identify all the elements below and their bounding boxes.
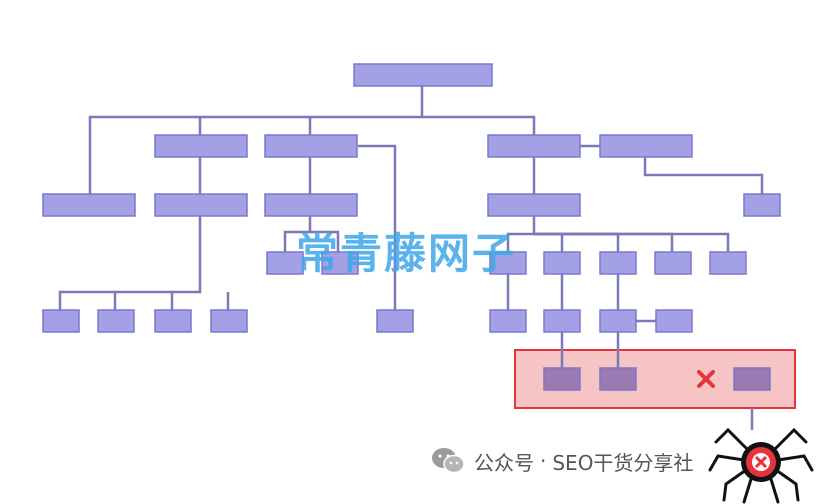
tree-node-U (376, 309, 414, 333)
edge-13 (358, 144, 397, 310)
tree-node-H (487, 193, 581, 217)
edge-20 (534, 232, 730, 252)
spider-icon (708, 427, 814, 504)
tree-node-F (154, 193, 248, 217)
edge-0 (88, 86, 424, 194)
tree-node-I (743, 193, 781, 217)
edge-19 (534, 232, 674, 252)
tree-node-L (489, 251, 527, 275)
tree-node-Z (543, 367, 581, 391)
footer-account: SEO干货分享社 (552, 450, 694, 475)
tree-node-B (264, 134, 358, 158)
edge-12 (310, 230, 340, 252)
edge-18 (534, 232, 620, 252)
tree-node-Z2 (599, 367, 637, 391)
tree-node-V (489, 309, 527, 333)
edge-3 (422, 115, 536, 135)
tree-node-M (543, 251, 581, 275)
edge-17 (534, 232, 564, 252)
footer-prefix: 公众号 (474, 450, 534, 475)
tree-node-D (599, 134, 693, 158)
edge-14 (643, 157, 764, 194)
tree-node-W (543, 309, 581, 333)
tree-node-Z3 (733, 367, 771, 391)
tree-node-P (709, 251, 747, 275)
tree-node-S (154, 309, 192, 333)
wechat-icon (432, 448, 465, 474)
tree-node-Y (655, 309, 693, 333)
tree-node-N (599, 251, 637, 275)
tree-node-K (321, 251, 359, 275)
edge-6 (58, 216, 202, 310)
edge-11 (283, 216, 312, 252)
tree-node-G (264, 193, 358, 217)
footer-caption: 公众号 · SEO干货分享社 (430, 446, 693, 476)
tree-node-C (487, 134, 581, 158)
tree-node-R (97, 309, 135, 333)
tree-node-A (154, 134, 248, 158)
footer-separator: · (540, 449, 547, 473)
tree-node-J (266, 251, 304, 275)
tree-node-root (353, 63, 493, 87)
tree-node-E (42, 193, 136, 217)
tree-node-X (599, 309, 637, 333)
watermark-text: 常青藤网子 (296, 229, 517, 278)
tree-node-T (210, 309, 248, 333)
x-mark-icon (697, 370, 715, 388)
tree-node-O (654, 251, 692, 275)
tree-node-Q (42, 309, 80, 333)
